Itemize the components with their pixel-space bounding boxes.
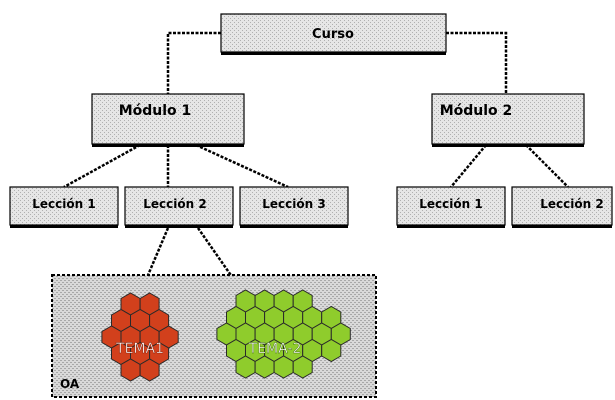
- connector-m2-l1: [450, 144, 487, 188]
- node-curso-label: Curso: [312, 27, 354, 42]
- node-modulo-2-label: Módulo 2: [440, 103, 513, 119]
- node-modulo-1: Módulo 1: [91, 93, 245, 147]
- connectors: [63, 31, 569, 295]
- node-leccion-1-m2: Lección 1: [396, 186, 506, 228]
- node-leccion-3-m1-label: Lección 3: [262, 197, 325, 211]
- tema2-hex: [254, 355, 275, 379]
- connector-m2-l2: [525, 144, 569, 188]
- tema1-cluster: [101, 292, 179, 382]
- oa-label: OA: [60, 377, 80, 391]
- node-leccion-3-m1: Lección 3: [239, 186, 349, 228]
- tema2-hex: [235, 355, 256, 379]
- connector-m1-l1: [63, 143, 141, 189]
- node-leccion-1-m1: Lección 1: [9, 186, 119, 228]
- node-modulo-1-label: Módulo 1: [119, 103, 192, 119]
- tema2-hex: [292, 355, 313, 379]
- tema2-cluster: [216, 289, 351, 379]
- node-curso: Curso: [220, 13, 447, 55]
- node-leccion-1-m2-label: Lección 1: [419, 197, 482, 211]
- node-leccion-2-m2: Lección 2: [511, 186, 613, 228]
- tema2-hex: [273, 355, 294, 379]
- connector-curso-modulo2: [446, 31, 508, 94]
- tema1-hex: [120, 358, 141, 382]
- node-modulo-2: Módulo 2: [431, 93, 585, 147]
- tema1-hex: [139, 358, 160, 382]
- node-leccion-2-m1-label: Lección 2: [143, 197, 206, 211]
- node-leccion-1-m1-label: Lección 1: [32, 197, 95, 211]
- node-leccion-2-m2-label: Lección 2: [540, 197, 603, 211]
- tema2-label: TEMA-2: [248, 341, 302, 357]
- connector-m1-l3: [195, 143, 289, 189]
- tema1-label: TEMA1: [115, 341, 164, 357]
- connector-curso-modulo1: [166, 31, 221, 94]
- tema2-hex: [321, 338, 342, 363]
- node-leccion-2-m1: Lección 2: [124, 186, 234, 228]
